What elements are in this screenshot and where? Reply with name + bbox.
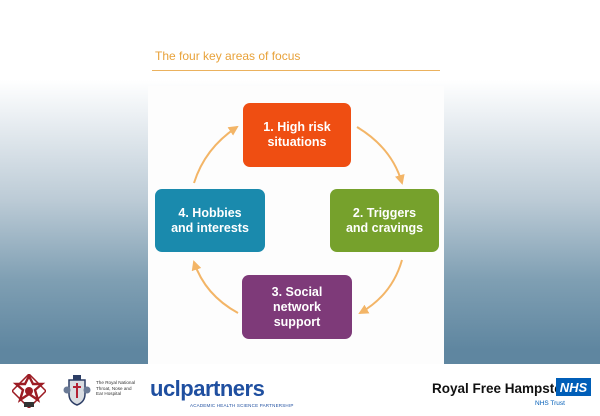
focus-box-triggers-and-cravings: 2. Triggers and cravings	[330, 189, 439, 252]
focus-box-social-network-support: 3. Social network support	[242, 275, 352, 339]
rntne-hospital-name: The Royal National Throat, Nose and Ear …	[96, 380, 136, 397]
focus-box-label: 3. Social network support	[271, 284, 323, 329]
focus-box-label: 1. High risk situations	[263, 120, 331, 149]
coat-of-arms-icon	[63, 375, 91, 406]
uclpartners-logo: uclpartners	[150, 376, 265, 401]
footer-logo-bar: The Royal National Throat, Nose and Ear …	[0, 364, 600, 416]
uclpartners-tagline: ACADEMIC HEALTH SCIENCE PARTNERSHIP	[190, 403, 294, 408]
focus-box-label: 4. Hobbies and interests	[171, 205, 249, 235]
focus-box-label: 2. Triggers and cravings	[345, 205, 424, 235]
royal-free-hampstead-name: Royal Free Hampstead	[432, 381, 578, 396]
nhs-logo: NHS	[556, 378, 591, 396]
crest-logo-icon	[12, 374, 46, 408]
nhs-trust-label: NHS Trust	[535, 400, 565, 407]
focus-box-high-risk-situations: 1. High risk situations	[243, 103, 351, 167]
slide-title: The four key areas of focus	[155, 49, 301, 63]
focus-box-hobbies-and-interests: 4. Hobbies and interests	[155, 189, 265, 252]
title-divider	[152, 70, 440, 71]
